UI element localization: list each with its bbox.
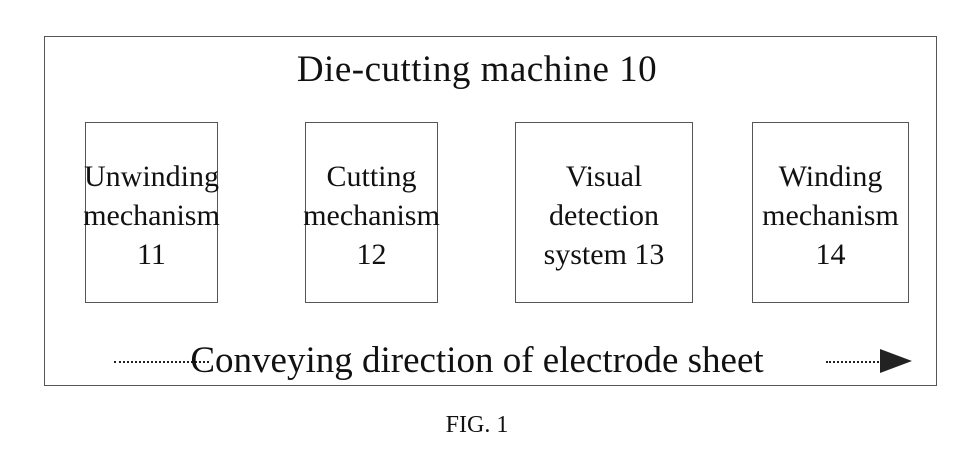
visual-detection-system-box: Visual detection system 13 — [515, 122, 693, 303]
box-label-line: Unwinding — [84, 157, 219, 196]
box-label-line: Visual — [566, 157, 643, 196]
arrow-right-icon — [880, 349, 912, 373]
flow-dotted-line-right — [826, 361, 882, 363]
box-label-line: system 13 — [544, 235, 665, 274]
box-label-line: 14 — [816, 235, 846, 274]
box-label-line: mechanism — [762, 196, 899, 235]
box-label-line: mechanism — [303, 196, 440, 235]
box-label-line: 12 — [357, 235, 387, 274]
conveying-direction-label: Conveying direction of electrode sheet — [0, 339, 954, 383]
figure-caption: FIG. 1 — [0, 411, 954, 439]
box-label-line: detection — [549, 196, 659, 235]
box-label-line: 11 — [137, 235, 166, 274]
box-label-line: mechanism — [83, 196, 220, 235]
box-label-line: Winding — [779, 157, 883, 196]
unwinding-mechanism-box: Unwinding mechanism 11 — [85, 122, 218, 303]
winding-mechanism-box: Winding mechanism 14 — [752, 122, 909, 303]
machine-title: Die-cutting machine 10 — [0, 48, 954, 92]
cutting-mechanism-box: Cutting mechanism 12 — [305, 122, 438, 303]
box-label-line: Cutting — [326, 157, 416, 196]
